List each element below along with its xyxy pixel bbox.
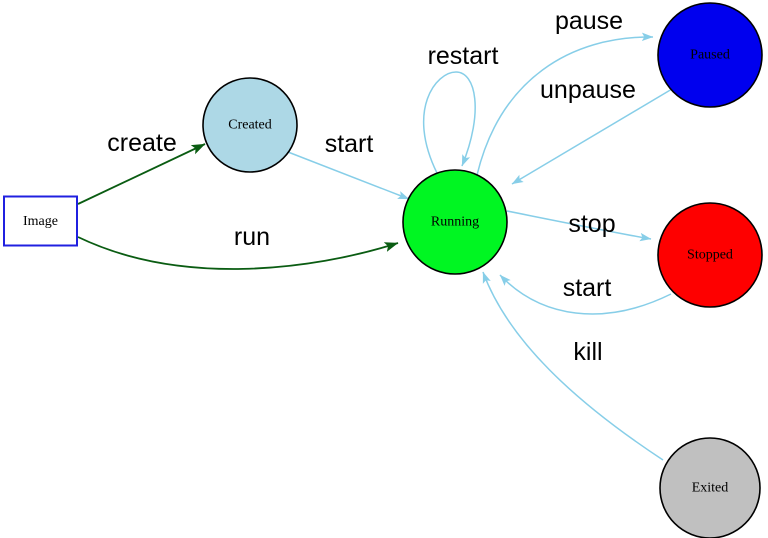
edge-label-layer: create run start restart pause unpause s… xyxy=(107,7,636,366)
edge-run-path xyxy=(77,236,399,270)
edge-layer xyxy=(77,32,673,461)
node-paused-shape[interactable] xyxy=(657,2,763,108)
edge-label-start-stopped: start xyxy=(563,274,612,302)
node-running-shape[interactable] xyxy=(402,169,508,275)
edge-create-path xyxy=(77,143,206,205)
node-image-label: Image xyxy=(23,214,58,229)
node-stopped-label: Stopped xyxy=(687,248,733,263)
node-image[interactable]: Image xyxy=(3,195,78,247)
edge-label-kill: kill xyxy=(573,338,602,366)
node-paused-label: Paused xyxy=(690,48,730,63)
node-exited[interactable]: Exited xyxy=(659,437,761,538)
edge-label-restart: restart xyxy=(428,42,499,70)
edge-label-pause: pause xyxy=(555,7,623,35)
node-created-label: Created xyxy=(228,118,272,133)
edge-label-run: run xyxy=(234,223,270,251)
edge-label-stop: stop xyxy=(568,210,615,238)
edge-pause-path xyxy=(476,32,654,176)
node-running-label: Running xyxy=(431,215,479,230)
edge-start-created-path xyxy=(287,151,410,200)
edge-label-unpause: unpause xyxy=(540,76,636,104)
node-running[interactable]: Running xyxy=(402,169,508,275)
edge-label-create: create xyxy=(107,129,176,157)
node-stopped[interactable]: Stopped xyxy=(657,202,763,308)
edge-label-start-created: start xyxy=(325,130,374,158)
node-layer: Image Created Running Paused Stopped Exi xyxy=(3,2,763,538)
edge-start-stopped-path xyxy=(499,274,672,315)
edge-unpause-path xyxy=(511,88,673,185)
node-image-shape[interactable] xyxy=(3,195,78,247)
node-created[interactable]: Created xyxy=(202,77,298,173)
node-created-shape[interactable] xyxy=(202,77,298,173)
node-paused[interactable]: Paused xyxy=(657,2,763,108)
edge-kill-path xyxy=(482,271,664,461)
node-stopped-shape[interactable] xyxy=(657,202,763,308)
node-exited-label: Exited xyxy=(692,481,729,496)
edge-stop-path xyxy=(506,210,652,242)
edge-restart-path xyxy=(422,71,476,174)
node-exited-shape[interactable] xyxy=(659,437,761,538)
